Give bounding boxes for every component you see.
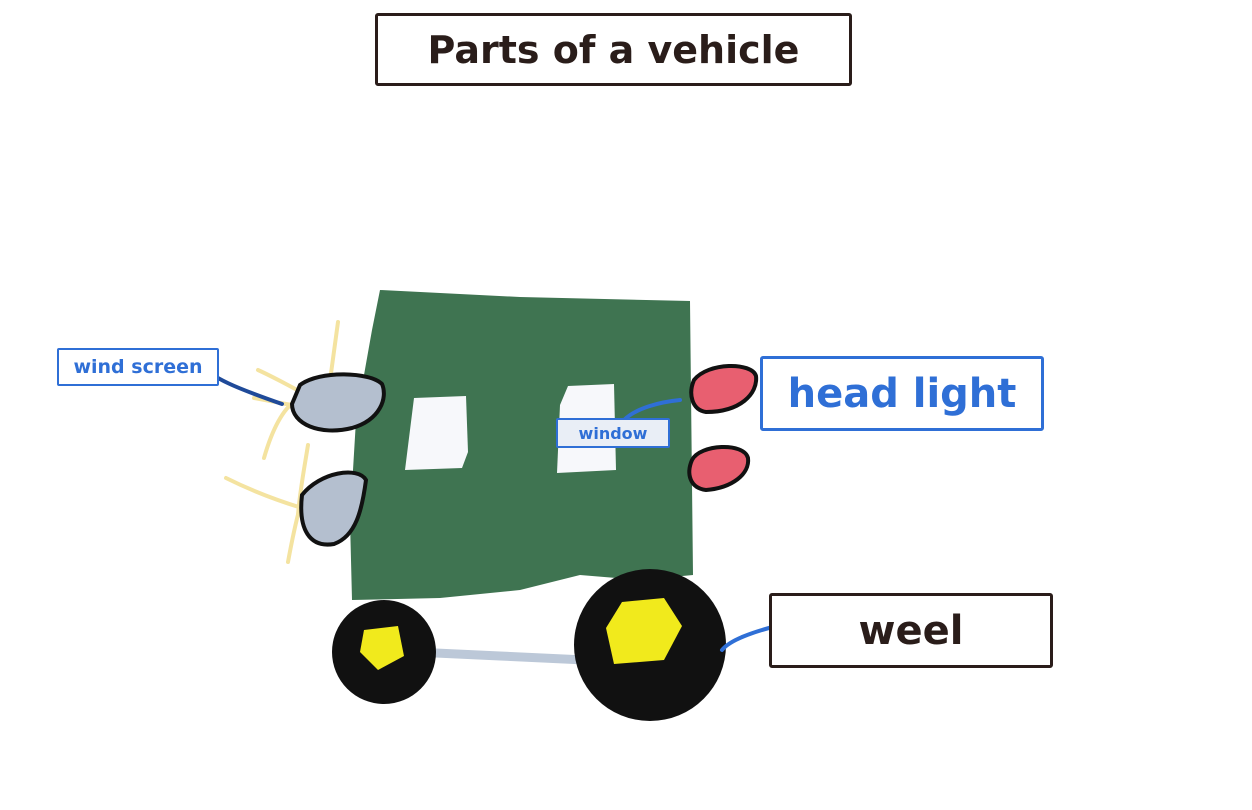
label-wind-screen: wind screen (57, 348, 219, 386)
headlight-bottom (687, 444, 751, 493)
headlight-top (689, 364, 759, 415)
label-window: window (556, 418, 670, 448)
vehicle-body (350, 290, 693, 600)
label-wheel-text: weel (858, 607, 964, 654)
axle (409, 647, 590, 665)
wheel-rear (332, 600, 436, 704)
page-title: Parts of a vehicle (427, 27, 800, 72)
window-left (405, 396, 468, 470)
wheel-front (574, 569, 726, 721)
windscreen-bottom (299, 470, 369, 547)
label-window-text: window (578, 423, 648, 443)
leader-window (622, 398, 682, 422)
label-wheel: weel (769, 593, 1053, 668)
label-head-light-text: head light (787, 370, 1017, 417)
title-box: Parts of a vehicle (375, 13, 852, 86)
label-head-light: head light (760, 356, 1044, 431)
label-wind-screen-text: wind screen (73, 356, 203, 378)
windscreen-top (289, 372, 386, 433)
